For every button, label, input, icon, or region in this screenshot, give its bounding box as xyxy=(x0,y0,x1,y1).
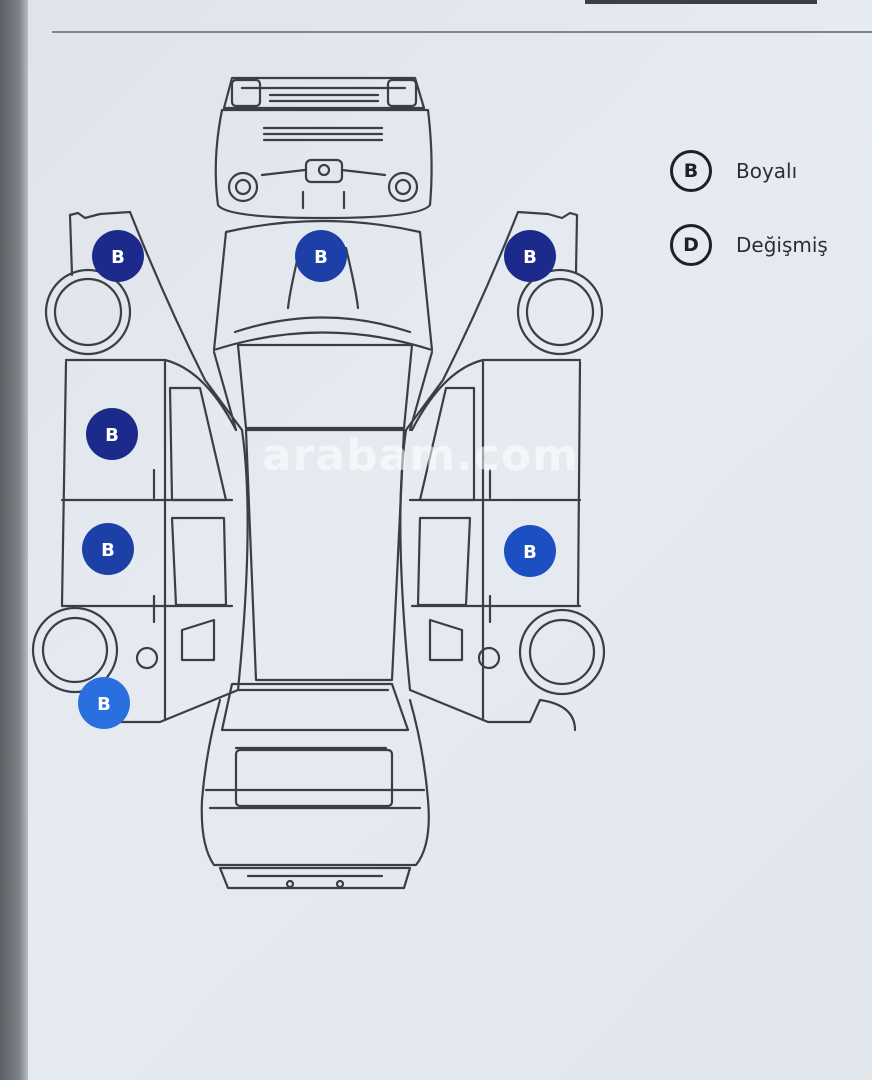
marker-left-front-door-label: B xyxy=(105,425,119,446)
marker-right-rear-door-label: B xyxy=(523,542,537,563)
legend-painted-icon: B xyxy=(670,150,712,192)
marker-left-rear-fender: B xyxy=(78,677,130,729)
marker-left-rear-fender-label: B xyxy=(97,694,111,715)
marker-right-rear-door: B xyxy=(504,525,556,577)
marker-left-front-door: B xyxy=(86,408,138,460)
rear-view xyxy=(200,698,430,890)
top-view xyxy=(212,219,434,750)
marker-left-rear-door: B xyxy=(82,523,134,575)
marker-right-front-fender-label: B xyxy=(523,247,537,268)
marker-left-rear-door-label: B xyxy=(101,540,115,561)
legend-replaced-label: Değişmiş xyxy=(736,233,828,257)
marker-hood: B xyxy=(295,230,347,282)
legend-painted: B Boyalı xyxy=(670,150,797,192)
monitor-bezel xyxy=(0,0,28,1080)
damage-markers: B B B B B B B xyxy=(78,230,556,729)
screen xyxy=(28,0,872,1080)
marker-left-front-fender: B xyxy=(92,230,144,282)
watermark: arabam.com xyxy=(262,430,579,481)
right-side-view xyxy=(399,210,606,732)
legend-replaced-icon: D xyxy=(670,224,712,266)
legend-replaced: D Değişmiş xyxy=(670,224,828,266)
marker-hood-label: B xyxy=(314,247,328,268)
front-view xyxy=(214,76,433,220)
header-divider xyxy=(52,31,872,33)
top-bar xyxy=(585,0,817,4)
marker-right-front-fender: B xyxy=(504,230,556,282)
marker-left-front-fender-label: B xyxy=(111,247,125,268)
legend-painted-label: Boyalı xyxy=(736,159,798,183)
left-side-view xyxy=(31,210,249,727)
